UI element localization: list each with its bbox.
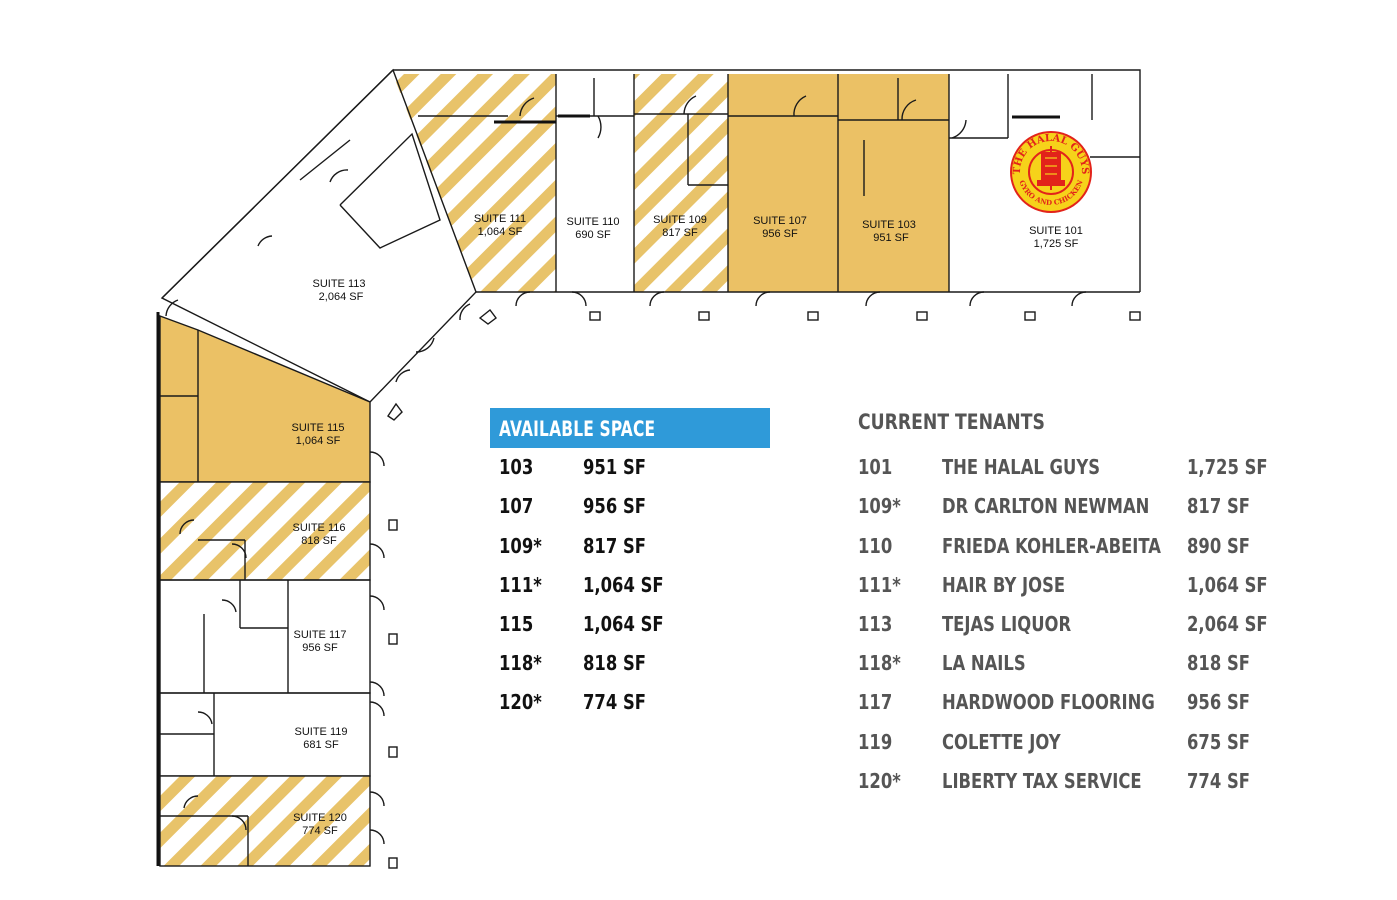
tenant-sf: 2,064 SF bbox=[1187, 612, 1268, 636]
suite-sf: 956 SF bbox=[583, 494, 646, 518]
tenant-suite: 110 bbox=[858, 534, 893, 558]
available-space-panel: AVAILABLE SPACE 103 951 SF 107 956 SF 10… bbox=[490, 408, 770, 714]
available-space-title: AVAILABLE SPACE bbox=[490, 408, 770, 448]
halal-guys-logo: THE HALAL GUYS GYRO AND CHICKEN bbox=[1010, 131, 1092, 213]
tenant-name: HAIR BY JOSE bbox=[942, 573, 1066, 597]
svg-text:951 SF: 951 SF bbox=[873, 232, 909, 244]
suite-sf: 951 SF bbox=[583, 455, 646, 479]
suite-sf: 818 SF bbox=[583, 651, 646, 675]
current-tenants-title: CURRENT TENANTS bbox=[858, 410, 1045, 434]
tenant-suite: 119 bbox=[858, 730, 893, 754]
svg-text:SUITE 120: SUITE 120 bbox=[293, 812, 347, 824]
svg-text:SUITE 115: SUITE 115 bbox=[292, 422, 345, 434]
tenant-sf: 774 SF bbox=[1187, 769, 1250, 793]
svg-text:SUITE 107: SUITE 107 bbox=[753, 215, 807, 227]
svg-text:818 SF: 818 SF bbox=[301, 535, 337, 547]
current-tenants-panel: CURRENT TENANTS 101 THE HALAL GUYS 1,725… bbox=[858, 410, 1358, 793]
suite-120-area[interactable] bbox=[160, 776, 370, 866]
svg-text:2,064 SF: 2,064 SF bbox=[319, 291, 364, 303]
tenant-suite: 111* bbox=[858, 573, 901, 597]
svg-text:SUITE 111: SUITE 111 bbox=[474, 213, 526, 225]
svg-text:SUITE 113: SUITE 113 bbox=[313, 278, 366, 290]
suite-label-116: SUITE 116 818 SF bbox=[293, 522, 346, 547]
tenant-suite: 117 bbox=[858, 690, 893, 714]
svg-text:1,064 SF: 1,064 SF bbox=[296, 435, 341, 447]
suite-sf: 817 SF bbox=[583, 534, 646, 558]
tenant-name: THE HALAL GUYS bbox=[942, 455, 1101, 479]
suite-label-115: SUITE 115 1,064 SF bbox=[292, 422, 345, 447]
tenant-sf: 818 SF bbox=[1187, 651, 1250, 675]
suite-label-107: SUITE 107 956 SF bbox=[753, 215, 807, 240]
suite-sf: 1,064 SF bbox=[583, 612, 664, 636]
suite-label-111: SUITE 111 1,064 SF bbox=[474, 213, 526, 238]
suite-107-area[interactable] bbox=[728, 74, 838, 292]
svg-text:SUITE 110: SUITE 110 bbox=[567, 216, 620, 228]
tenant-suite: 118* bbox=[858, 651, 901, 675]
suite-number: 115 bbox=[499, 612, 534, 636]
tenant-sf: 956 SF bbox=[1187, 690, 1250, 714]
suite-number: 107 bbox=[499, 494, 534, 518]
suite-109-area[interactable] bbox=[634, 74, 728, 292]
suite-number: 103 bbox=[499, 455, 534, 479]
tenant-name: TEJAS LIQUOR bbox=[942, 612, 1072, 636]
suite-label-103: SUITE 103 951 SF bbox=[862, 219, 916, 244]
tenant-name: LIBERTY TAX SERVICE bbox=[942, 769, 1142, 793]
tenant-sf: 890 SF bbox=[1187, 534, 1250, 558]
svg-text:SUITE 116: SUITE 116 bbox=[293, 522, 346, 534]
tenant-suite: 101 bbox=[858, 455, 893, 479]
suite-number: 111* bbox=[499, 573, 542, 597]
suite-number: 109* bbox=[499, 534, 542, 558]
suite-sf: 1,064 SF bbox=[583, 573, 664, 597]
tenant-name: DR CARLTON NEWMAN bbox=[942, 494, 1150, 518]
suite-label-109: SUITE 109 817 SF bbox=[653, 214, 707, 239]
tenant-name: LA NAILS bbox=[942, 651, 1026, 675]
svg-text:SUITE 101: SUITE 101 bbox=[1029, 225, 1083, 237]
svg-text:SUITE 109: SUITE 109 bbox=[653, 214, 707, 226]
svg-text:SUITE 117: SUITE 117 bbox=[294, 629, 347, 641]
gyro-icon bbox=[1037, 146, 1065, 190]
suite-sf: 774 SF bbox=[583, 690, 646, 714]
suite-number: 118* bbox=[499, 651, 542, 675]
tenant-sf: 1,064 SF bbox=[1187, 573, 1268, 597]
svg-text:956 SF: 956 SF bbox=[762, 228, 798, 240]
suite-label-101: SUITE 101 1,725 SF bbox=[1029, 225, 1083, 250]
tenant-sf: 1,725 SF bbox=[1187, 455, 1268, 479]
svg-text:1,064 SF: 1,064 SF bbox=[478, 226, 523, 238]
svg-text:774 SF: 774 SF bbox=[302, 825, 338, 837]
tenant-name: FRIEDA KOHLER-ABEITA bbox=[942, 534, 1161, 558]
suite-label-110: SUITE 110 690 SF bbox=[567, 216, 620, 241]
tenant-name: HARDWOOD FLOORING bbox=[942, 690, 1155, 714]
suite-label-120: SUITE 120 774 SF bbox=[293, 812, 347, 837]
suite-111-area[interactable] bbox=[393, 74, 556, 292]
tenant-name: COLETTE JOY bbox=[942, 730, 1061, 754]
suite-number: 120* bbox=[499, 690, 542, 714]
suite-label-113: SUITE 113 2,064 SF bbox=[313, 278, 366, 303]
suite-115-area[interactable] bbox=[160, 316, 370, 482]
svg-text:690 SF: 690 SF bbox=[575, 229, 611, 241]
tenant-sf: 675 SF bbox=[1187, 730, 1250, 754]
tenant-suite: 120* bbox=[858, 769, 901, 793]
svg-text:SUITE 119: SUITE 119 bbox=[295, 726, 348, 738]
svg-text:681 SF: 681 SF bbox=[303, 739, 339, 751]
svg-text:SUITE 103: SUITE 103 bbox=[862, 219, 916, 231]
svg-text:956 SF: 956 SF bbox=[302, 642, 338, 654]
svg-text:1,725 SF: 1,725 SF bbox=[1034, 238, 1079, 250]
suite-116-area[interactable] bbox=[160, 482, 370, 580]
tenant-suite: 109* bbox=[858, 494, 901, 518]
svg-text:817 SF: 817 SF bbox=[662, 227, 698, 239]
tenant-sf: 817 SF bbox=[1187, 494, 1250, 518]
suite-label-119: SUITE 119 681 SF bbox=[295, 726, 348, 751]
tenant-suite: 113 bbox=[858, 612, 893, 636]
suite-label-117: SUITE 117 956 SF bbox=[294, 629, 347, 654]
suite-103-area[interactable] bbox=[838, 74, 949, 292]
